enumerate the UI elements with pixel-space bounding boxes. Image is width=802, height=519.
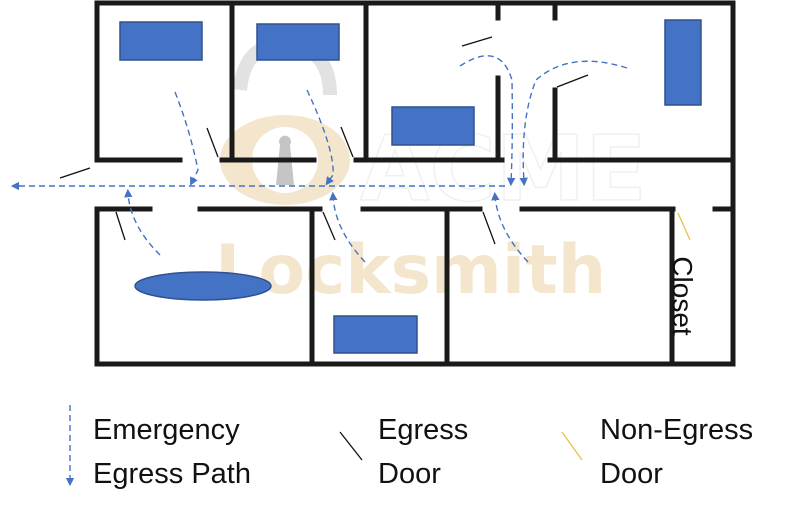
egress-door xyxy=(322,211,336,241)
legend-non-egress-door-icon xyxy=(561,431,583,461)
legend-label: Door xyxy=(378,458,441,490)
furniture-table xyxy=(391,106,475,146)
egress-path xyxy=(174,91,199,186)
legend-egress-path: Emergency Egress Path xyxy=(93,408,251,496)
furniture-round-table xyxy=(134,271,272,301)
egress-door xyxy=(340,126,354,158)
egress-door xyxy=(59,167,91,179)
egress-door xyxy=(482,211,496,245)
egress-doors xyxy=(59,36,589,245)
walls xyxy=(94,0,736,367)
egress-path xyxy=(519,60,628,187)
legend-non-egress-door: Non-Egress Door xyxy=(600,408,753,496)
furniture-table xyxy=(333,315,418,354)
furniture-table xyxy=(119,21,203,61)
legend-egress-door: Egress Door xyxy=(378,408,468,496)
closet-label: Closet xyxy=(667,256,698,336)
legend-egress-door-icon xyxy=(339,431,363,461)
furniture-table xyxy=(256,23,340,61)
watermark-logo: Locksmith ACME xyxy=(215,37,648,310)
non-egress-door xyxy=(677,212,691,241)
legend-label: Egress xyxy=(378,414,469,446)
egress-door xyxy=(556,74,589,88)
furniture-table xyxy=(664,19,702,106)
egress-path xyxy=(491,191,529,263)
legend-label: Non-Egress xyxy=(600,414,754,446)
watermark-text: Locksmith xyxy=(215,231,606,310)
egress-path xyxy=(124,188,161,256)
legend-label: Egress Path xyxy=(93,458,251,490)
egress-path xyxy=(459,55,516,187)
egress-path xyxy=(306,89,334,186)
legend-label: Door xyxy=(600,458,663,490)
egress-paths xyxy=(10,55,628,263)
egress-door xyxy=(461,36,493,47)
egress-door xyxy=(115,211,126,241)
legend-label: Emergency xyxy=(93,414,240,446)
furniture xyxy=(119,19,702,354)
egress-door xyxy=(206,127,219,158)
